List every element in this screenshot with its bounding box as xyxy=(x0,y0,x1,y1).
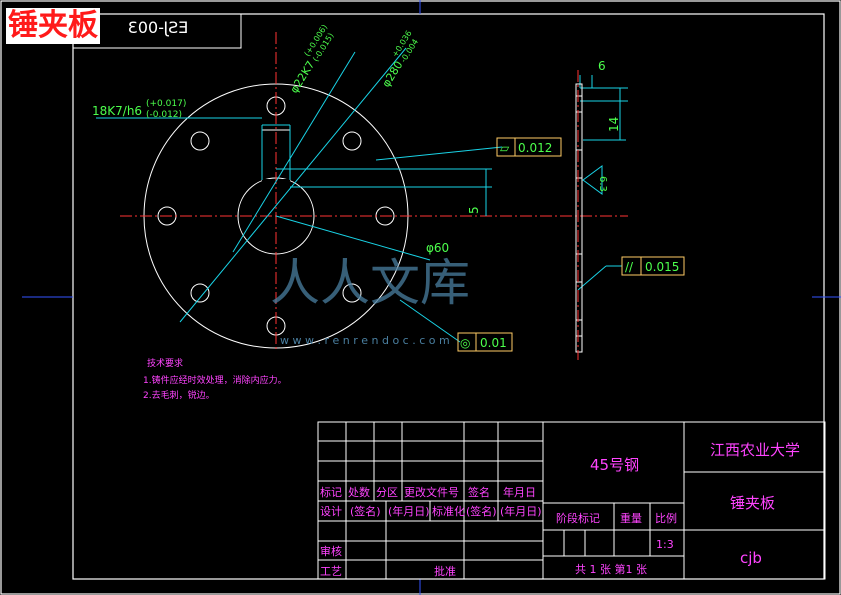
svg-text:标记: 标记 xyxy=(320,485,342,499)
dim-keyway-tol-upper: (+0.017) xyxy=(146,99,186,109)
svg-text:0.015: 0.015 xyxy=(645,260,679,274)
svg-text:比例: 比例 xyxy=(655,511,677,525)
svg-text:0.01: 0.01 xyxy=(480,336,507,350)
dim-bore-280: φ280 xyxy=(380,59,406,90)
svg-text:(签名): (签名) xyxy=(350,504,381,518)
svg-text:更改文件号: 更改文件号 xyxy=(404,485,459,499)
svg-text:审核: 审核 xyxy=(320,544,342,558)
concentric-frame: ◎ 0.01 xyxy=(457,332,513,352)
tech-notes-heading: 技术要求 xyxy=(147,357,183,369)
svg-text:批准: 批准 xyxy=(434,564,456,578)
svg-text:(签名): (签名) xyxy=(466,504,497,518)
svg-text:分区: 分区 xyxy=(376,486,398,499)
dim-keyway: 18K7/h6 xyxy=(92,104,142,118)
svg-text:0.012: 0.012 xyxy=(518,141,552,155)
svg-text:(年月日): (年月日) xyxy=(388,504,430,518)
svg-text:年月日: 年月日 xyxy=(503,485,536,499)
title-block xyxy=(317,421,826,580)
svg-text:▱: ▱ xyxy=(500,141,510,155)
watermark-text: 人人文库 xyxy=(270,254,470,312)
mirrored-code: ESJ-003 xyxy=(128,18,189,37)
svg-text:设计: 设计 xyxy=(320,505,342,518)
bolt-hole-ur xyxy=(342,131,362,151)
bolt-hole-ll xyxy=(190,283,210,303)
svg-text:工艺: 工艺 xyxy=(320,565,342,578)
svg-text://: // xyxy=(625,260,634,274)
svg-text:签名: 签名 xyxy=(468,485,490,499)
svg-text:处数: 处数 xyxy=(348,486,370,499)
tb-material: 45号钢 xyxy=(590,456,639,474)
tb-part-name: 锤夹板 xyxy=(730,494,775,512)
dim-keyway-tol-lower: (-0.012) xyxy=(146,110,182,120)
side-view xyxy=(575,83,583,353)
tb-school: 江西农业大学 xyxy=(710,441,800,459)
dim-6: 6 xyxy=(598,59,606,73)
svg-text:重量: 重量 xyxy=(620,511,642,525)
parallel-frame: // 0.015 xyxy=(621,256,685,276)
bolt-hole-lr xyxy=(342,283,362,303)
roughness-value: 6.3 xyxy=(597,176,608,192)
dim-dia-60: φ60 xyxy=(426,241,449,255)
svg-text:标准化: 标准化 xyxy=(432,504,465,518)
tb-designer: cjb xyxy=(740,549,762,567)
document-title: 锤夹板 xyxy=(6,8,100,44)
dim-5: 5 xyxy=(467,206,481,214)
flatness-frame: ▱ 0.012 xyxy=(496,137,562,157)
svg-text:(年月日): (年月日) xyxy=(500,504,542,518)
bolt-hole-ul xyxy=(190,131,210,151)
watermark-url: w w w . r e n r e n d o c . c o m xyxy=(280,334,450,347)
svg-text:阶段标记: 阶段标记 xyxy=(556,511,600,525)
dim-bore-22: φ22K7 xyxy=(288,59,318,96)
svg-text:◎: ◎ xyxy=(460,336,470,350)
tb-sheets: 共 1 张 第1 张 xyxy=(575,562,647,576)
tech-notes-line1: 1.铸件应经时效处理，消除内应力。 xyxy=(143,374,287,386)
tb-scale: 1:3 xyxy=(656,538,674,551)
tech-notes-line2: 2.去毛刺，锐边。 xyxy=(143,389,215,401)
dim-14: 14 xyxy=(607,117,621,132)
